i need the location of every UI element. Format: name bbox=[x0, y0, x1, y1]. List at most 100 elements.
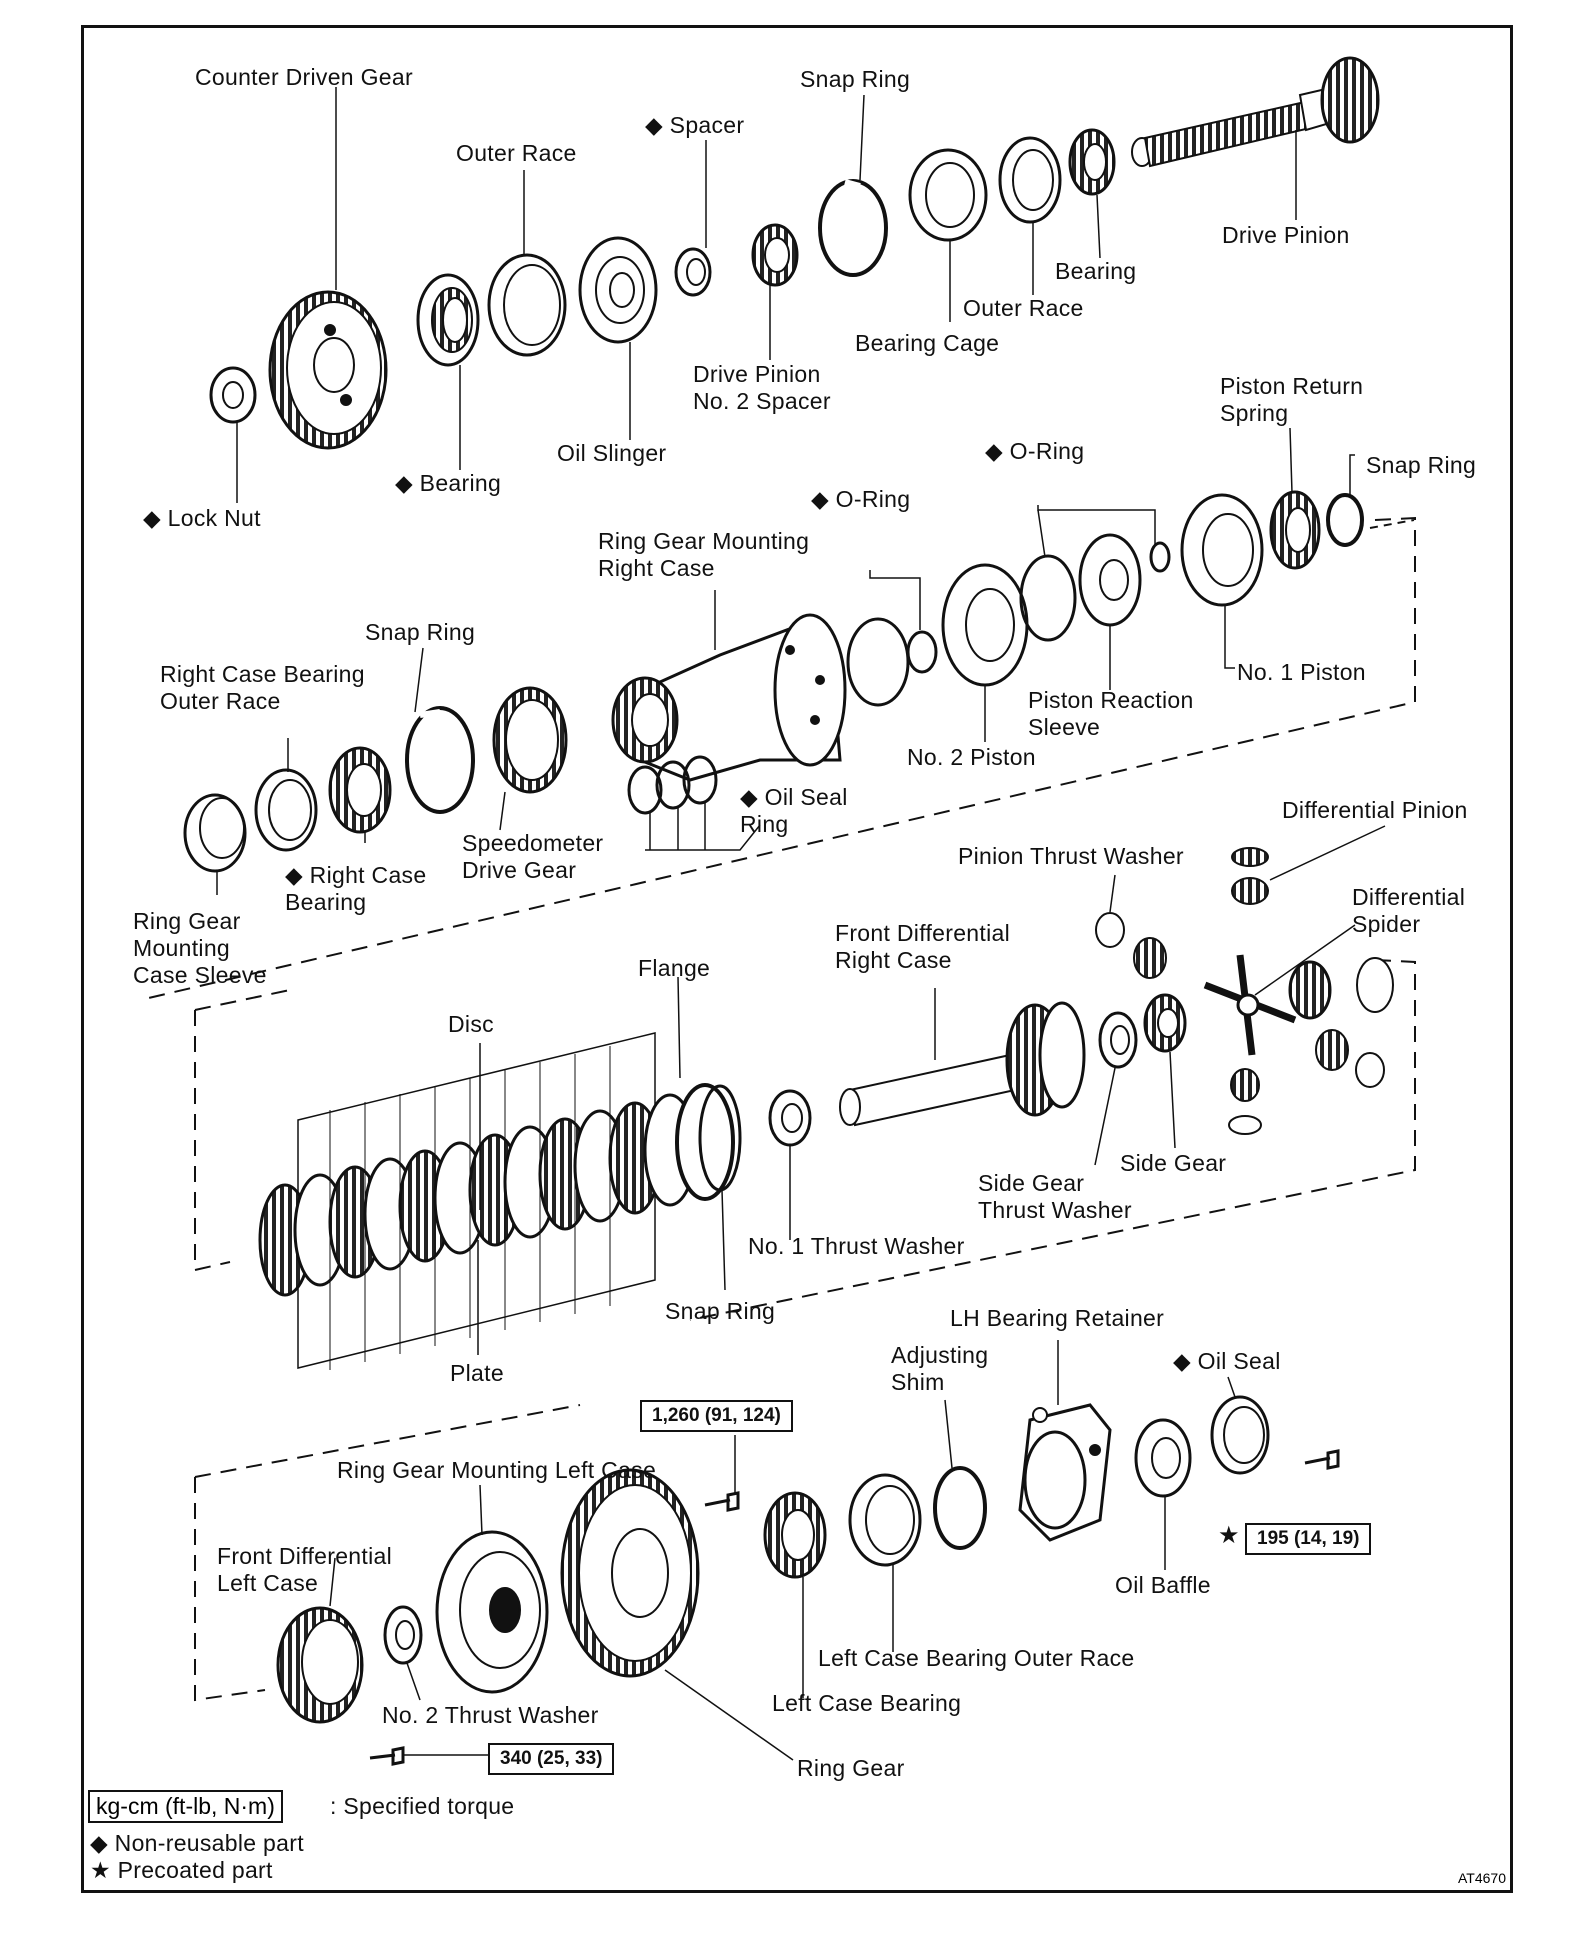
label-differential-spider: Differential Spider bbox=[1352, 884, 1466, 937]
right-case-bearing-part bbox=[328, 746, 392, 834]
snap-ring-part-3 bbox=[405, 706, 475, 814]
label-left-case-bearing: Left Case Bearing bbox=[772, 1690, 962, 1716]
bearing-part-1 bbox=[416, 273, 480, 367]
pinion-thrust-washer-parts bbox=[1095, 912, 1394, 1135]
differential-pinion-parts bbox=[1133, 847, 1349, 1102]
piston-reaction-sleeve-part bbox=[1078, 533, 1142, 627]
label-outer-race-1: Outer Race bbox=[456, 140, 577, 166]
label-right-case-bearing-outer-race: Right Case Bearing Outer Race bbox=[160, 661, 365, 714]
label-snap-ring-2: Snap Ring bbox=[1366, 452, 1477, 478]
torque-spec-2: 195 (14, 19) bbox=[1245, 1523, 1372, 1555]
front-differential-right-case-part bbox=[839, 1001, 1086, 1127]
label-lh-bearing-retainer: LH Bearing Retainer bbox=[950, 1305, 1165, 1331]
label-no1-piston: No. 1 Piston bbox=[1237, 659, 1366, 685]
label-no2-thrust-washer: No. 2 Thrust Washer bbox=[382, 1702, 599, 1728]
label-differential-pinion: Differential Pinion bbox=[1282, 797, 1468, 823]
legend-unit-text: : Specified torque bbox=[330, 1793, 515, 1819]
torque-spec-3: 340 (25, 33) bbox=[488, 1743, 615, 1775]
label-drive-pinion-no2-spacer: Drive Pinion No. 2 Spacer bbox=[693, 361, 831, 414]
oil-seal-ring-parts bbox=[627, 755, 718, 815]
snap-ring-part-1 bbox=[818, 179, 888, 277]
label-bearing-cage: Bearing Cage bbox=[855, 330, 1000, 356]
drive-pinion-no2-spacer-part bbox=[751, 223, 799, 287]
figure-code: AT4670 bbox=[1458, 1870, 1506, 1886]
outer-race-part-2 bbox=[998, 136, 1062, 224]
torque-spec-1: 1,260 (91, 124) bbox=[640, 1400, 793, 1432]
label-ring-gear-mounting-right-case: Ring Gear Mounting Right Case bbox=[598, 528, 810, 581]
label-bearing-1: Bearing bbox=[1055, 258, 1137, 284]
ring-gear-mounting-left-case-part bbox=[435, 1530, 549, 1694]
snap-ring-part-2 bbox=[1326, 493, 1364, 547]
label-lock-nut: ◆ Lock Nut bbox=[143, 505, 261, 531]
side-gear-part bbox=[1143, 993, 1187, 1053]
label-piston-return-spring: Piston Return Spring bbox=[1220, 373, 1364, 426]
lh-bearing-retainer-part bbox=[1018, 1403, 1112, 1542]
front-differential-left-case-part bbox=[276, 1606, 364, 1724]
label-outer-race-2: Outer Race bbox=[963, 295, 1084, 321]
side-gear-thrust-washer-part bbox=[1098, 1011, 1138, 1069]
label-counter-driven-gear: Counter Driven Gear bbox=[195, 64, 413, 90]
speedometer-drive-gear-part bbox=[492, 686, 568, 794]
label-piston-reaction-sleeve: Piston Reaction Sleeve bbox=[1028, 687, 1194, 740]
adjusting-shim-part bbox=[933, 1466, 987, 1550]
label-ring-gear-mounting-left-case: Ring Gear Mounting Left Case bbox=[337, 1457, 657, 1483]
legend-unit-box: kg-cm (ft-lb, N·m) bbox=[88, 1790, 283, 1823]
label-o-ring-1: ◆ O-Ring bbox=[985, 438, 1085, 464]
label-snap-ring-1: Snap Ring bbox=[800, 66, 911, 92]
label-right-case-bearing: ◆ Right Case Bearing bbox=[285, 862, 427, 915]
label-adjusting-shim: Adjusting Shim bbox=[891, 1342, 989, 1395]
label-disc: Disc bbox=[448, 1011, 494, 1037]
o-ring-part-2 bbox=[1019, 541, 1171, 642]
label-no2-piston: No. 2 Piston bbox=[907, 744, 1036, 770]
bolt-parts bbox=[369, 1449, 1340, 1766]
no1-thrust-washer-part bbox=[768, 1089, 812, 1147]
spacer-part bbox=[674, 247, 712, 297]
lock-nut-part bbox=[209, 366, 257, 424]
differential-spider-part bbox=[1203, 954, 1297, 1056]
counter-driven-gear-part bbox=[268, 290, 388, 450]
label-plate: Plate bbox=[450, 1360, 504, 1386]
label-speedometer-drive-gear: Speedometer Drive Gear bbox=[462, 830, 604, 883]
ring-gear-mounting-case-sleeve-part bbox=[183, 793, 247, 873]
oil-slinger-part bbox=[578, 236, 658, 344]
o-ring-part-1 bbox=[846, 617, 938, 707]
label-oil-seal-ring: ◆ Oil Seal Ring bbox=[740, 784, 848, 837]
no2-thrust-washer-part bbox=[383, 1605, 423, 1665]
label-snap-ring-4: Snap Ring bbox=[665, 1298, 776, 1324]
label-spacer: ◆ Spacer bbox=[645, 112, 745, 138]
label-ring-gear: Ring Gear bbox=[797, 1755, 905, 1781]
label-no1-thrust-washer: No. 1 Thrust Washer bbox=[748, 1233, 965, 1259]
label-pinion-thrust-washer: Pinion Thrust Washer bbox=[958, 843, 1184, 869]
label-snap-ring-3: Snap Ring bbox=[365, 619, 476, 645]
label-ring-gear-mounting-case-sleeve: Ring Gear Mounting Case Sleeve bbox=[133, 908, 267, 988]
bearing-part-2 bbox=[1068, 128, 1116, 196]
oil-seal-part bbox=[1210, 1395, 1270, 1475]
label-oil-baffle: Oil Baffle bbox=[1115, 1572, 1211, 1598]
right-case-bearing-outer-race-part bbox=[254, 768, 318, 852]
left-case-bearing-outer-race-part bbox=[848, 1473, 922, 1567]
label-front-differential-right-case: Front Differential Right Case bbox=[835, 920, 1010, 973]
clutch-pack-parts bbox=[258, 1032, 742, 1369]
label-left-case-bearing-outer-race: Left Case Bearing Outer Race bbox=[818, 1645, 1135, 1671]
label-bearing-2: ◆ Bearing bbox=[395, 470, 502, 496]
label-side-gear: Side Gear bbox=[1120, 1150, 1227, 1176]
diagram-frame bbox=[81, 25, 1513, 1893]
precoated-star-icon: ★ bbox=[1218, 1522, 1240, 1549]
no2-piston-part bbox=[941, 563, 1029, 687]
label-drive-pinion: Drive Pinion bbox=[1222, 222, 1350, 248]
left-case-bearing-part bbox=[763, 1491, 827, 1579]
label-oil-seal: ◆ Oil Seal bbox=[1173, 1348, 1281, 1374]
label-side-gear-thrust-washer: Side Gear Thrust Washer bbox=[978, 1170, 1132, 1223]
bearing-cage-part bbox=[908, 148, 988, 242]
ring-gear-part bbox=[560, 1468, 700, 1678]
label-oil-slinger: Oil Slinger bbox=[557, 440, 667, 466]
ring-gear-mounting-right-case-part bbox=[611, 613, 847, 782]
no1-piston-part bbox=[1180, 493, 1264, 607]
label-o-ring-2: ◆ O-Ring bbox=[811, 486, 911, 512]
piston-return-spring-part bbox=[1269, 490, 1321, 570]
label-front-differential-left-case: Front Differential Left Case bbox=[217, 1543, 392, 1596]
oil-baffle-part bbox=[1134, 1418, 1192, 1498]
drive-pinion-part bbox=[1131, 56, 1380, 168]
legend-precoated: ★ Precoated part bbox=[90, 1857, 273, 1883]
